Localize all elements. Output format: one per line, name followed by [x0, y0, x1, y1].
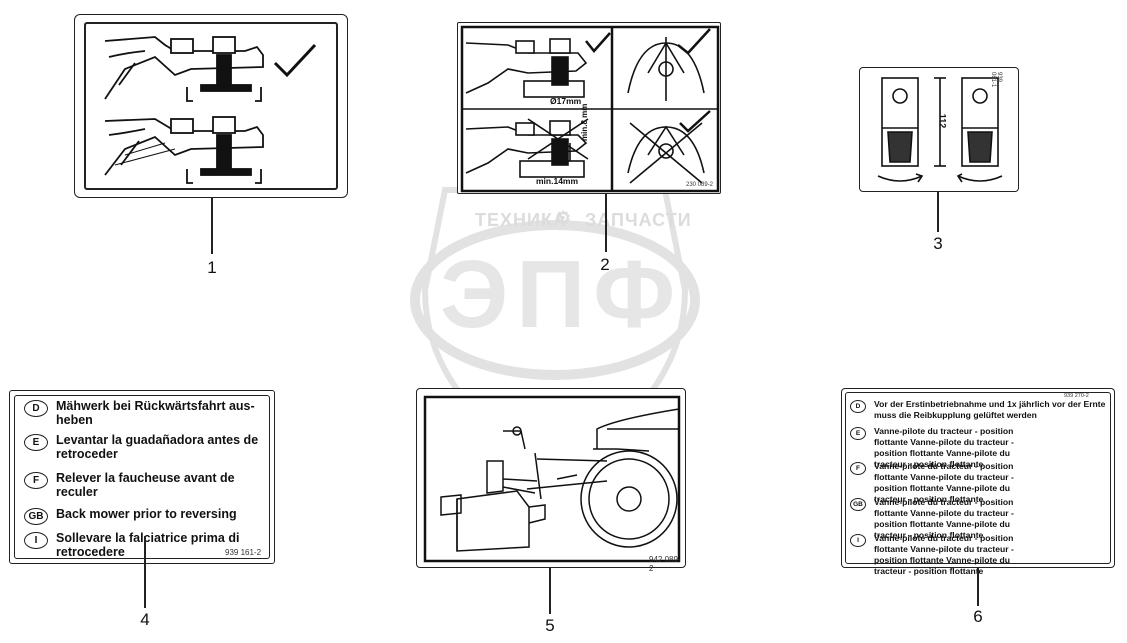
callout-line-5 [549, 568, 551, 614]
decal-4-frame [14, 395, 270, 559]
decal-4-row-d: D Mähwerk bei Rückwärtsfahrt aus-heben [24, 399, 276, 427]
decal-5-part-code: 942 089-2 [649, 555, 681, 573]
language-badge-e: E [24, 434, 48, 451]
decal-3-blade-illustration [877, 77, 1003, 183]
decal-2: Ø17mm min.14mm min.8 mm 230 089-2 [457, 22, 721, 194]
instruction-text-e: Vanne-pilote du tracteur - position flot… [874, 426, 1014, 469]
decal-6-row-gb: GB Vanne-pilote du tracteur - position f… [850, 497, 1014, 541]
decal-6-row-e: E Vanne-pilote du tracteur - position fl… [850, 426, 1014, 470]
decal-6: 939 270-2 D Vor der Erstinbetriebnahme u… [841, 388, 1115, 576]
decal-4-row-e: E Levantar la guadañadora antes de retro… [24, 433, 276, 461]
callout-number-1: 1 [207, 258, 217, 277]
decal-6-part-code: 939 270-2 [1064, 393, 1089, 399]
decal-3: 112 939 081-1 [859, 67, 1019, 192]
callout-line-3 [937, 192, 939, 232]
watermark-gear-icon: ⚙ [555, 208, 573, 228]
callout-line-2 [605, 194, 607, 252]
decal-5-tractor-mower-illustration [423, 395, 681, 563]
decal-4: D Mähwerk bei Rückwärtsfahrt aus-heben E… [9, 390, 275, 564]
decal-4-row-f: F Relever la faucheuse avant de reculer [24, 471, 276, 499]
decal-1-correct-bolt-illustration [104, 36, 317, 184]
decal-4-row-i: I Sollevare la falciatrice prima di retr… [24, 531, 276, 559]
warning-text-gb: Back mower prior to reversing [56, 507, 237, 521]
decal-3-part-code: 939 081-1 [990, 72, 1002, 88]
decal-4-part-code: 939 161-2 [225, 548, 262, 557]
warning-text-d: Mähwerk bei Rückwärtsfahrt aus-heben [56, 399, 255, 427]
decal-2-dim-min-length: min.14mm [536, 176, 579, 186]
callout-line-6 [977, 568, 979, 606]
language-badge-f: F [850, 462, 866, 475]
warning-text-f: Relever la faucheuse avant de reculer [56, 471, 235, 499]
watermark-text-2: ЗАПЧАСТИ [585, 210, 692, 230]
language-badge-i: I [24, 532, 48, 549]
watermark-logo: ЭПФ [440, 241, 684, 348]
language-badge-gb: GB [850, 498, 866, 511]
warning-text-e: Levantar la guadañadora antes de retroce… [56, 433, 259, 461]
language-badge-gb: GB [24, 508, 48, 525]
decal-5: 942 089-2 [416, 388, 686, 573]
decal-2-dim-min-thread: min.8 mm [580, 103, 589, 141]
instruction-text-i: Vanne-pilote du tracteur - position flot… [874, 533, 1014, 576]
callout-number-2: 2 [600, 255, 610, 274]
callout-line-1 [211, 198, 213, 254]
watermark-text-1: ТЕХНИКА [475, 210, 567, 230]
decal-2-part-code: 230 089-2 [686, 182, 714, 188]
callout-number-5: 5 [545, 616, 555, 635]
decal-1 [74, 14, 348, 198]
language-badge-d: D [850, 400, 866, 413]
decal-2-dim-diameter: Ø17mm [550, 96, 582, 106]
instruction-text-gb: Vanne-pilote du tracteur - position flot… [874, 497, 1014, 540]
warning-text-i: Sollevare la falciatrice prima di retroc… [56, 531, 240, 559]
instruction-text-d: Vor der Erstinbetriebnahme und 1x jährli… [874, 399, 1106, 420]
language-badge-d: D [24, 400, 48, 417]
language-badge-f: F [24, 472, 48, 489]
decal-4-row-gb: GB Back mower prior to reversing [24, 507, 276, 525]
decal-6-frame [845, 392, 1111, 564]
decal-6-row-f: F Vanne-pilote du tracteur - position fl… [850, 461, 1014, 505]
decal-6-row-i: I Vanne-pilote du tracteur - position fl… [850, 533, 1014, 577]
callout-number-6: 6 [973, 607, 983, 626]
callout-number-3: 3 [933, 234, 943, 253]
decal-1-frame [84, 22, 338, 190]
decal-2-bolt-check-illustration [460, 25, 720, 193]
decal-6-row-d: D Vor der Erstinbetriebnahme und 1x jähr… [850, 399, 1114, 421]
instruction-text-f: Vanne-pilote du tracteur - position flot… [874, 461, 1014, 504]
language-badge-i: I [850, 534, 866, 547]
decal-3-dimension: 112 [937, 113, 948, 129]
callout-number-4: 4 [140, 610, 150, 629]
language-badge-e: E [850, 427, 866, 440]
callout-line-4 [144, 536, 146, 608]
